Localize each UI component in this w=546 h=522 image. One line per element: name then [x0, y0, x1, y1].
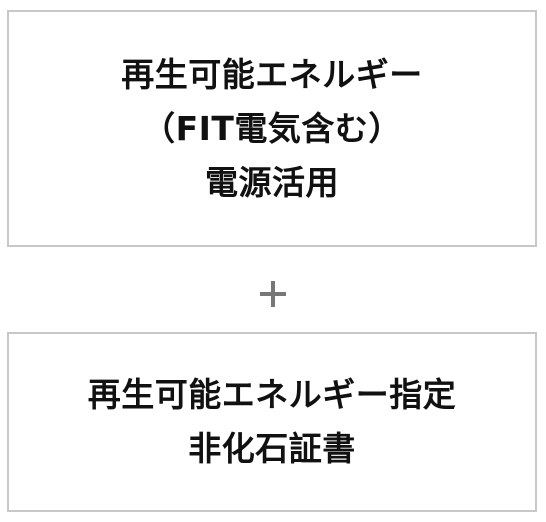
top-box-line-1: 再生可能エネルギー — [121, 54, 423, 94]
top-box-line-2: （FIT電気含む） — [142, 108, 402, 148]
renewable-energy-source-box: 再生可能エネルギー （FIT電気含む） 電源活用 — [7, 10, 537, 247]
plus-icon — [260, 281, 286, 307]
bottom-box-line-1: 再生可能エネルギー指定 — [87, 375, 457, 414]
plus-operator — [0, 266, 546, 322]
bottom-box-line-2: 非化石証書 — [188, 429, 356, 468]
non-fossil-certificate-box: 再生可能エネルギー指定 非化石証書 — [7, 332, 537, 512]
top-box-line-3: 電源活用 — [205, 162, 339, 202]
